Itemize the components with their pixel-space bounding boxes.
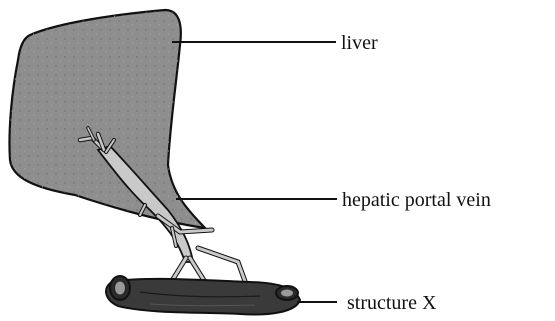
structure-x-label: structure X [347,292,437,314]
liver-label: liver [341,32,378,54]
portal-vein-label: hepatic portal vein [342,189,491,211]
intestine-shape [106,276,300,314]
